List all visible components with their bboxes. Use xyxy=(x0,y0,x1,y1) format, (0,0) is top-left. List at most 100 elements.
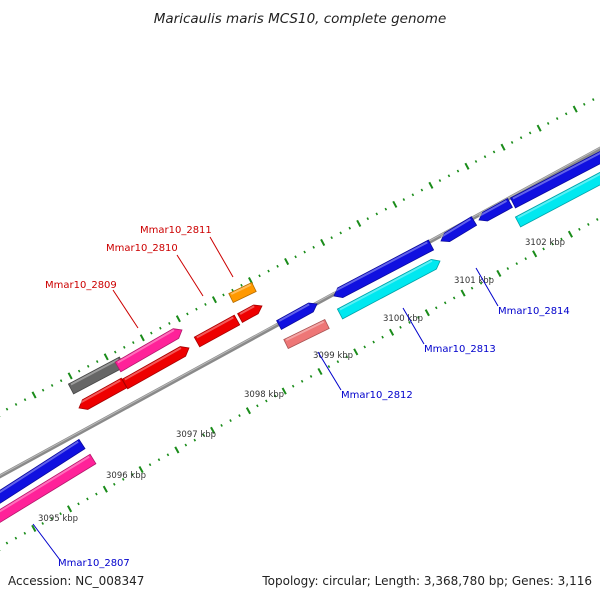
guide-dot xyxy=(438,179,442,182)
guide-dot xyxy=(578,227,581,231)
guide-dot xyxy=(388,328,395,336)
feature-bevel xyxy=(230,283,252,295)
feature-bevel xyxy=(239,305,255,315)
guide-dot xyxy=(524,257,527,261)
guide-dot xyxy=(339,231,342,235)
guide-dot xyxy=(95,492,98,496)
guide-dot xyxy=(67,372,73,380)
guide-dot xyxy=(265,399,268,403)
guide-dot xyxy=(204,302,207,306)
guide-dot xyxy=(464,162,470,170)
guide-dot xyxy=(392,200,398,208)
guide-dot xyxy=(591,98,595,101)
feature-bevel xyxy=(285,320,325,341)
map-title: Maricaulis maris MCS10, complete genome xyxy=(154,11,447,27)
guide-dot xyxy=(121,477,125,481)
gene-feature-2812a xyxy=(276,302,318,330)
guide-dot xyxy=(587,222,590,226)
gene-label-2814: Mmar10_2814 xyxy=(498,306,570,317)
guide-dot xyxy=(168,322,171,325)
guide-dot xyxy=(366,217,370,221)
label-leader xyxy=(112,289,139,329)
label-leader xyxy=(209,236,234,278)
guide-dot xyxy=(384,207,388,211)
guide-dot xyxy=(460,289,466,297)
guide-dot xyxy=(330,236,333,240)
guide-dot xyxy=(500,143,506,151)
guide-dot xyxy=(309,374,313,378)
guide-dot xyxy=(231,288,234,292)
label-leader xyxy=(176,254,204,297)
guide-dot xyxy=(291,384,295,388)
guide-dot xyxy=(356,219,362,227)
guide-dot xyxy=(50,383,54,387)
guide-dot xyxy=(159,326,162,330)
gene-labels: Mmar10_2807 Mmar10_2809 Mmar10_2810 Mmar… xyxy=(32,225,570,569)
guide-dot xyxy=(23,398,27,402)
guide-dot xyxy=(424,309,430,317)
guide-dot xyxy=(59,379,63,383)
guide-dot xyxy=(515,262,519,266)
guide-dot xyxy=(595,218,599,221)
guide-dot xyxy=(193,438,197,442)
guide-dot xyxy=(195,307,198,311)
guide-dot xyxy=(353,348,359,356)
kbp-ticks: 3095 kbp 3096 kbp 3097 kbp 3098 kbp 3099… xyxy=(38,238,565,524)
gene-feature-2813 xyxy=(336,258,441,320)
feature-bevel xyxy=(70,358,119,386)
guide-dot xyxy=(312,245,315,249)
guide-dot xyxy=(402,198,406,202)
guide-dot xyxy=(345,355,349,359)
guide-dot xyxy=(492,150,496,154)
label-leader xyxy=(317,351,342,391)
label-leader xyxy=(402,307,425,345)
guide-dot xyxy=(348,226,352,230)
guide-dot xyxy=(95,360,99,364)
guide-dot xyxy=(546,121,550,125)
guide-dot xyxy=(157,458,161,462)
guide-dot xyxy=(528,131,532,135)
feature-bevel xyxy=(333,241,428,293)
tick-label: 3100 kbp xyxy=(383,314,423,324)
gene-feature-blue xyxy=(0,438,86,504)
gene-feature-2811 xyxy=(228,281,257,304)
guide-dot xyxy=(229,419,232,422)
guide-dot xyxy=(555,117,559,121)
gene-feature-cyan-b xyxy=(514,171,600,228)
feature-bevel xyxy=(78,379,121,405)
guide-dot xyxy=(375,212,379,216)
guide-dot xyxy=(372,340,375,344)
guide-dot xyxy=(300,379,304,383)
guide-dot xyxy=(86,497,89,501)
guide-dot xyxy=(138,466,144,474)
feature-bevel xyxy=(517,172,600,219)
tick-label: 3099 kbp xyxy=(313,351,353,361)
guide-dot xyxy=(582,102,586,106)
guide-dot xyxy=(273,394,277,398)
guide-dot xyxy=(542,247,545,251)
feature-bevel xyxy=(278,303,310,322)
label-leader xyxy=(32,523,61,561)
guide-dot xyxy=(447,174,451,178)
gene-feature-red-b xyxy=(193,314,241,348)
tick-label: 3098 kbp xyxy=(244,390,284,400)
feature-bevel xyxy=(440,218,471,238)
gene-feature-2809 xyxy=(114,328,183,373)
guide-dot xyxy=(420,188,424,192)
guide-dot xyxy=(443,301,447,305)
guide-dot xyxy=(327,365,331,369)
gene-label-2812: Mmar10_2812 xyxy=(341,390,413,401)
dotted-guides xyxy=(0,98,599,551)
guide-dot xyxy=(479,281,483,285)
guide-dot xyxy=(411,193,415,197)
guide-dot xyxy=(303,250,306,254)
guide-dot xyxy=(184,443,188,447)
guide-dot xyxy=(456,169,460,173)
guide-dot xyxy=(317,367,323,376)
guide-dot xyxy=(417,316,420,319)
label-leader xyxy=(475,267,499,307)
tick-label: 3097 kbp xyxy=(176,430,216,440)
gene-feature-blue-b xyxy=(333,239,435,299)
guide-dot xyxy=(14,403,18,406)
